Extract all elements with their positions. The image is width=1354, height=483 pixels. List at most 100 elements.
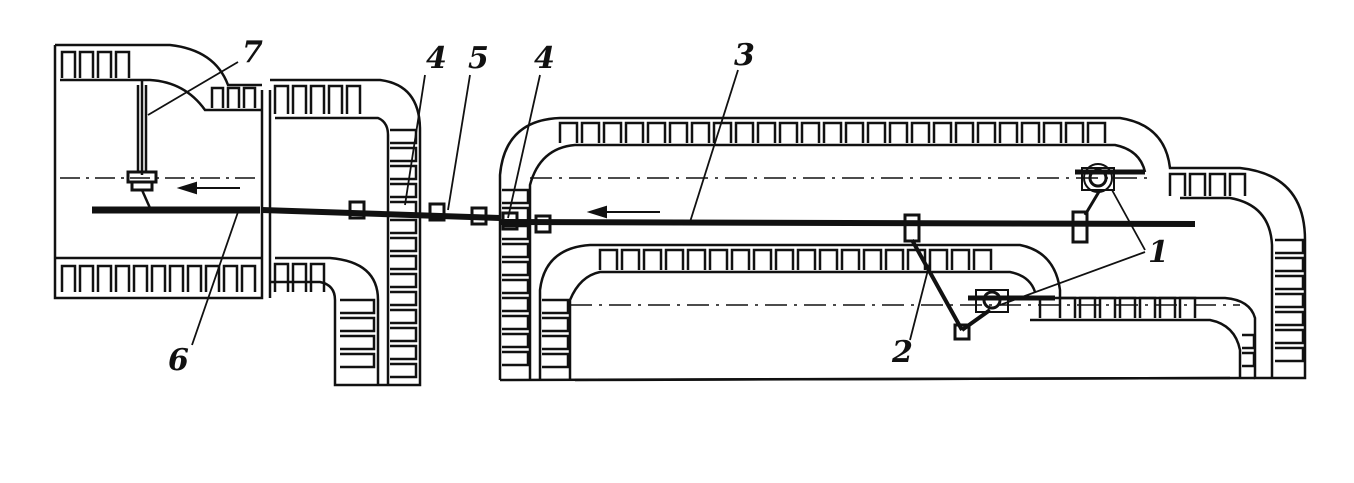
- rope-line: [92, 200, 1196, 234]
- brick: [390, 254, 418, 271]
- brick: [291, 262, 308, 292]
- brick: [686, 248, 707, 270]
- brick: [1275, 310, 1305, 327]
- brick: [558, 121, 579, 143]
- brick: [60, 50, 77, 78]
- brick: [624, 121, 645, 143]
- brick: [242, 86, 257, 108]
- brick: [734, 121, 755, 143]
- brick: [1208, 172, 1227, 196]
- brick: [1138, 296, 1157, 318]
- brick: [1242, 351, 1256, 368]
- brick: [664, 248, 685, 270]
- brick: [542, 352, 570, 369]
- brick: [752, 248, 773, 270]
- label-7: 7: [242, 35, 263, 70]
- label-4-right: 4: [534, 41, 555, 76]
- label-4-left: 4: [426, 41, 447, 76]
- brick: [862, 248, 883, 270]
- brick: [646, 121, 667, 143]
- brick: [226, 86, 241, 108]
- brick: [273, 262, 290, 292]
- brick: [309, 262, 326, 292]
- right-pipe-section: [498, 116, 1307, 382]
- brick: [186, 264, 203, 292]
- middle-pipe-section: [268, 78, 422, 387]
- brick: [1275, 346, 1305, 363]
- brick: [866, 121, 887, 143]
- brick: [998, 121, 1019, 143]
- brick: [598, 248, 619, 270]
- brick: [502, 224, 530, 241]
- brick: [1168, 172, 1187, 196]
- brick: [884, 248, 905, 270]
- brick: [240, 264, 257, 292]
- brick: [114, 264, 131, 292]
- brick: [844, 121, 865, 143]
- brick: [309, 84, 326, 114]
- flow-arrow-left: [176, 181, 240, 195]
- brick: [910, 121, 931, 143]
- brick: [1275, 238, 1305, 255]
- brick: [291, 84, 308, 114]
- brick: [502, 350, 530, 367]
- tensioner-assembly: [968, 163, 1146, 313]
- brick: [888, 121, 909, 143]
- brick: [1275, 328, 1305, 345]
- lever-link: [903, 213, 992, 341]
- left-pipe-section: [53, 43, 264, 300]
- brick: [340, 352, 376, 369]
- brick: [390, 236, 418, 253]
- brick: [1098, 296, 1117, 318]
- brick: [390, 362, 418, 379]
- brick: [976, 121, 997, 143]
- winch-tower: [126, 80, 158, 209]
- brick: [168, 264, 185, 292]
- brick: [712, 121, 733, 143]
- brick: [502, 314, 530, 331]
- brick: [950, 248, 971, 270]
- brick: [1158, 296, 1177, 318]
- brick: [502, 188, 530, 205]
- brick: [114, 50, 131, 78]
- brick: [1086, 121, 1107, 143]
- flow-arrow-right: [586, 205, 660, 219]
- brick-lining-right: [502, 121, 1305, 369]
- brick: [542, 334, 570, 351]
- brick: [840, 248, 861, 270]
- brick: [340, 334, 376, 351]
- brick: [778, 121, 799, 143]
- brick: [932, 121, 953, 143]
- brick: [972, 248, 993, 270]
- brick: [96, 264, 113, 292]
- brick: [390, 164, 418, 181]
- brick: [1118, 296, 1137, 318]
- brick: [390, 272, 418, 289]
- brick: [620, 248, 641, 270]
- brick: [1275, 274, 1305, 291]
- brick: [78, 50, 95, 78]
- brick: [708, 248, 729, 270]
- brick: [796, 248, 817, 270]
- brick: [390, 218, 418, 235]
- brick: [502, 296, 530, 313]
- brick: [340, 316, 376, 333]
- brick: [954, 121, 975, 143]
- label-5: 5: [468, 41, 489, 76]
- brick: [60, 264, 77, 292]
- brick: [1178, 296, 1197, 318]
- brick: [668, 121, 689, 143]
- brick: [580, 121, 601, 143]
- brick: [1275, 256, 1305, 273]
- brick: [390, 344, 418, 361]
- brick: [210, 86, 225, 108]
- brick: [502, 278, 530, 295]
- brick: [818, 248, 839, 270]
- brick: [542, 298, 570, 315]
- brick-lining-middle: [273, 84, 418, 379]
- brick: [340, 298, 376, 315]
- brick: [96, 50, 113, 78]
- brick: [502, 242, 530, 259]
- label-6: 6: [168, 343, 189, 378]
